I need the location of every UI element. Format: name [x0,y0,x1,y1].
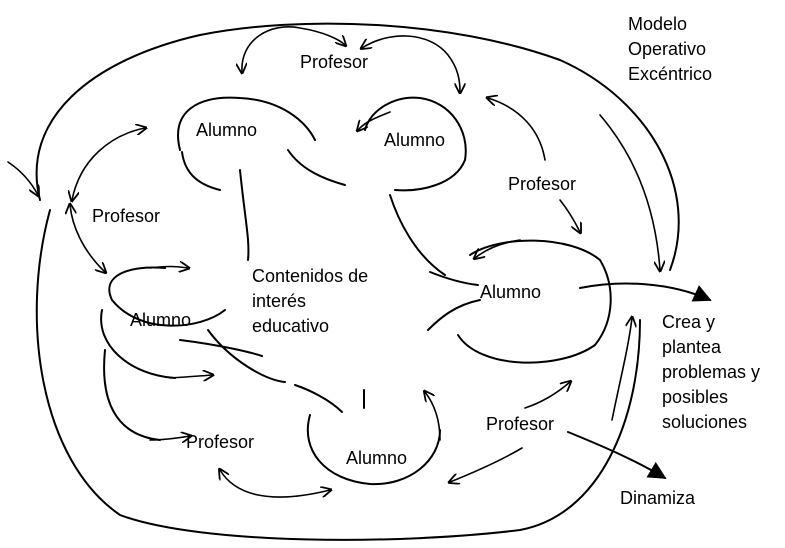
node-alumno-right: Alumno [480,282,542,302]
arrow-profesor-top-right [362,35,460,92]
loop-alumno-bottom [306,414,441,486]
center-line-bottom-left-2 [179,339,263,357]
arrow-profesor-bottom-right-up [524,382,570,409]
output-dinamiza: Dinamiza [620,488,696,508]
center-line-bottom-left [207,329,286,383]
node-profesor-left: Profesor [92,206,161,226]
outer-loop-arrow-right [599,114,660,270]
arrow-profesor-bottom-right-down [450,447,523,482]
arrow-into-alumno-bottom [425,392,441,441]
arrow-profesor-bottom-left-to-alumno [220,470,330,498]
node-alumno-bottom: Alumno [346,448,408,468]
output-crea: Crea y plantea problemas y posibles solu… [662,312,761,432]
node-profesor-bottom-left: Profesor [186,432,255,452]
center-line-top-left [239,169,250,261]
loop-alumno-left-lower [100,309,176,379]
node-profesor-right: Profesor [508,174,577,194]
arrow-profesor-top-left [242,26,345,72]
arrow-profesor-right-to-alumno [475,239,521,258]
loop-alumno-top-mid [364,96,467,192]
arrow-profesor-right-down [559,199,580,232]
outer-loop-arrow-bottom-right [611,318,632,421]
arrow-into-alumno-top-mid [358,111,391,130]
node-profesor-top: Profesor [300,52,369,72]
loop-alumno-top-left-lower [181,151,221,191]
arrow-profesor-left-down [70,205,105,272]
node-profesor-bottom-right: Profesor [486,414,555,434]
node-alumno-top-mid: Alumno [384,130,446,150]
center-line-top-left-2 [287,149,346,186]
arrow-alumno-left-out [169,375,212,378]
arrow-to-dinamiza [567,431,667,479]
center-line-right-upper [429,271,479,286]
center-line-top-right [389,194,446,276]
outer-loop-arrow-left [7,161,38,195]
diagram-title: Modelo Operativo Excéntrico [628,14,713,84]
node-alumno-top-left: Alumno [196,120,258,140]
center-line-bottom [294,384,343,413]
loop-alumno-right [457,239,612,364]
arrow-into-alumno-left [149,267,188,269]
loop-alumno-left [108,266,226,327]
arrow-into-profesor-bottom-left [149,436,190,440]
loop-profesor-bottom-left [103,349,161,441]
center-line-right-lower [427,299,481,331]
loop-alumno-top-left [177,96,316,151]
arrow-profesor-left-up [72,128,145,200]
node-center-contenidos: Contenidos de interés educativo [252,266,369,336]
outer-loop [35,22,680,271]
arrow-profesor-right-up [488,98,546,161]
arrow-to-crea [579,282,712,302]
outer-loop-bottom [35,209,641,541]
node-alumno-left: Alumno [130,310,192,330]
